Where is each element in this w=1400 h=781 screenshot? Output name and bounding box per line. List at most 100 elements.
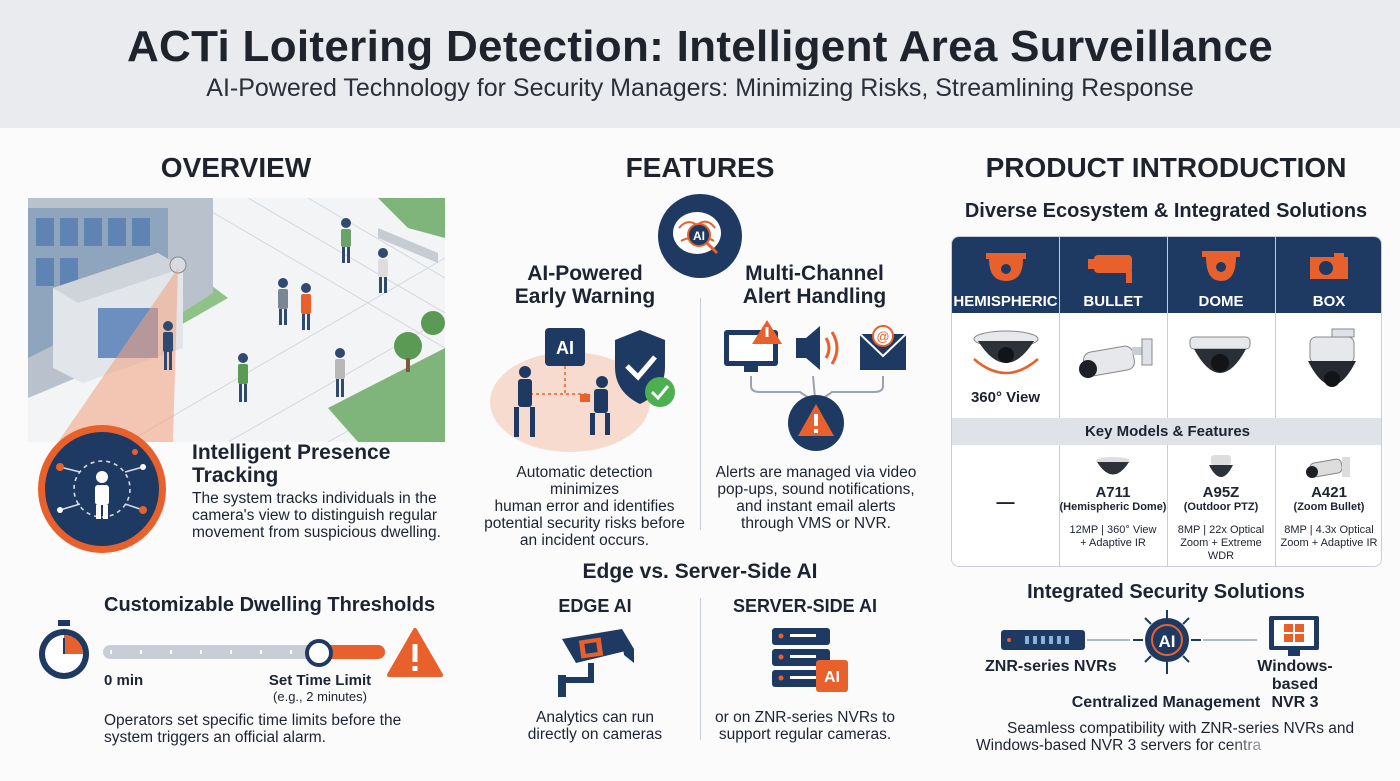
server-ai-title: SERVER-SIDE AI (732, 596, 878, 616)
thresholds-desc-line: system triggers an official alarm. (104, 729, 326, 746)
server-desc-line: or on ZNR-series NVRs to (715, 709, 896, 726)
table-col-divider (1059, 237, 1060, 566)
model-subtitle: (Outdoor PTZ) (1183, 501, 1259, 513)
ai-chip-label: AI (556, 338, 574, 358)
hemispheric-camera-image (973, 330, 1039, 375)
slider-ticks (110, 650, 310, 654)
features-heading: FEATURES (625, 152, 775, 183)
tracking-title-line2: Tracking (192, 464, 279, 487)
early-warning-title-line1: AI-Powered (527, 262, 643, 285)
windows-label-line1: Windows-based (1257, 658, 1333, 693)
type-label: BULLET (1083, 293, 1143, 310)
model-feature-line: 8MP | 4.3x Optical (1284, 524, 1374, 536)
brain-ai-label: AI (693, 229, 705, 243)
presence-tracking-icon (38, 425, 166, 553)
edge-desc-line: directly on cameras (527, 726, 663, 743)
overview-heading: OVERVIEW (160, 152, 312, 183)
slider-limit-example: (e.g., 2 minutes) (273, 689, 367, 704)
type-label: BOX (1312, 293, 1346, 310)
model-name: A421 (1311, 484, 1347, 501)
ptz-camera-image (1308, 328, 1356, 387)
a711-thumb (1096, 457, 1130, 475)
early-warning-title: AI-Powered Early Warning (490, 262, 680, 308)
model-feature-line: 12MP | 360° View (1069, 524, 1157, 536)
alert-desc-line: pop-ups, sound notifications, (717, 481, 915, 498)
edge-ai-title: EDGE AI (558, 596, 632, 616)
a95z-thumb (1209, 455, 1233, 477)
key-models-title: Key Models & Features (952, 418, 1381, 445)
alert-handling-illustration: @ (724, 320, 907, 451)
product-heading: PRODUCT INTRODUCTION (985, 152, 1347, 183)
integration-diagram: AI (1001, 610, 1319, 674)
alert-title-line2: Alert Handling (742, 285, 887, 308)
early-warning-description: Automatic detection minimizes human erro… (482, 464, 687, 549)
edge-ai-description: Analytics can run directly on cameras (515, 709, 675, 743)
hemispheric-camera-icon (985, 253, 1026, 281)
server-desc-line: support regular cameras. (718, 726, 892, 743)
tracking-description: The system tracks individuals in the cam… (192, 490, 441, 541)
model-subtitle: (Hemispheric Dome) (1059, 501, 1167, 513)
page-subtitle: AI-Powered Technology for Security Manag… (206, 74, 1194, 102)
view-label: 360° View (970, 389, 1041, 406)
stopwatch-icon (39, 620, 89, 679)
thresholds-desc-line: Operators set specific time limits befor… (104, 712, 402, 729)
type-label: DOME (1198, 293, 1244, 310)
alert-desc-line: Alerts are managed via video (715, 464, 917, 481)
edge-camera-icon (558, 629, 634, 697)
thresholds-description: Operators set specific time limits befor… (104, 712, 401, 746)
type-header-dome: DOME (1167, 237, 1275, 313)
slider-limit-label: Set Time Limit (268, 672, 372, 689)
product-table: HEMISPHERIC BULLET DOME BOX 360° View (951, 236, 1382, 567)
server-icon: AI (772, 628, 848, 692)
tracking-desc-line: The system tracks individuals in the (192, 490, 437, 507)
model-feature-line: Zoom + Adaptive IR (1280, 537, 1378, 549)
type-header-box: BOX (1275, 237, 1381, 313)
alert-handling-title: Multi-Channel Alert Handling (712, 262, 917, 308)
edge-desc-line: Analytics can run (535, 709, 655, 726)
table-col-divider (1167, 237, 1168, 566)
integrated-title: Integrated Security Solutions (1027, 581, 1305, 603)
early-warning-desc-line: potential security risks before (484, 515, 685, 532)
alert-desc-line: through VMS or NVR. (741, 515, 891, 532)
box-camera-icon (1310, 253, 1348, 279)
early-warning-desc-line: Automatic detection minimizes (516, 464, 653, 498)
model-name: A711 (1095, 484, 1131, 501)
tracking-title-line1: Intelligent Presence (192, 441, 391, 464)
slider-handle[interactable] (305, 639, 333, 667)
thresholds-title: Customizable Dwelling Thresholds (104, 594, 436, 616)
svg-text:@: @ (876, 329, 889, 344)
model-subtitle: (Zoom Bullet) (1293, 501, 1365, 513)
slider-fill (318, 645, 385, 659)
type-label: HEMISPHERIC (953, 293, 1058, 310)
bullet-camera-icon (1088, 255, 1132, 283)
edge-server-divider (700, 598, 701, 740)
model-feature-line: + Adaptive IR (1080, 537, 1146, 549)
nvr-label: ZNR-series NVRs (985, 658, 1117, 675)
hub-ai-label: AI (1159, 632, 1176, 651)
type-header-bullet: BULLET (1059, 237, 1167, 313)
centralized-management-label: Centralized Management (1071, 694, 1261, 711)
early-warning-title-line2: Early Warning (514, 285, 656, 308)
tracking-desc-line: camera's view to distinguish regular (192, 507, 438, 524)
early-warning-desc-line: human error and identifies (494, 498, 675, 515)
dome-camera-image (1189, 336, 1251, 373)
model-feature: 12MP | 360° View+ Adaptive IR (1059, 524, 1167, 550)
empty-cell: — (996, 492, 1015, 512)
integrated-desc-line: Seamless compatibility with ZNR-series N… (1007, 720, 1355, 737)
page-title: ACTi Loitering Detection: Intelligent Ar… (126, 22, 1274, 71)
model-a711: A711 (Hemispheric Dome) 12MP | 360° View… (1059, 453, 1167, 550)
bullet-camera-image (1079, 338, 1153, 378)
a421-thumb (1306, 457, 1350, 478)
tracking-desc-line: movement from suspicious dwelling. (192, 524, 441, 541)
early-warning-desc-line: an incident occurs. (519, 532, 650, 549)
windows-label: Windows-based NVR 3 (1236, 658, 1354, 712)
isometric-building-scene (28, 198, 445, 442)
tracking-title: Intelligent Presence Tracking (192, 441, 390, 487)
windows-label-line2: NVR 3 (1271, 694, 1319, 711)
server-ai-badge: AI (824, 669, 840, 686)
integrated-desc-line: Windows-based NVR 3 servers for centra (976, 737, 1262, 754)
